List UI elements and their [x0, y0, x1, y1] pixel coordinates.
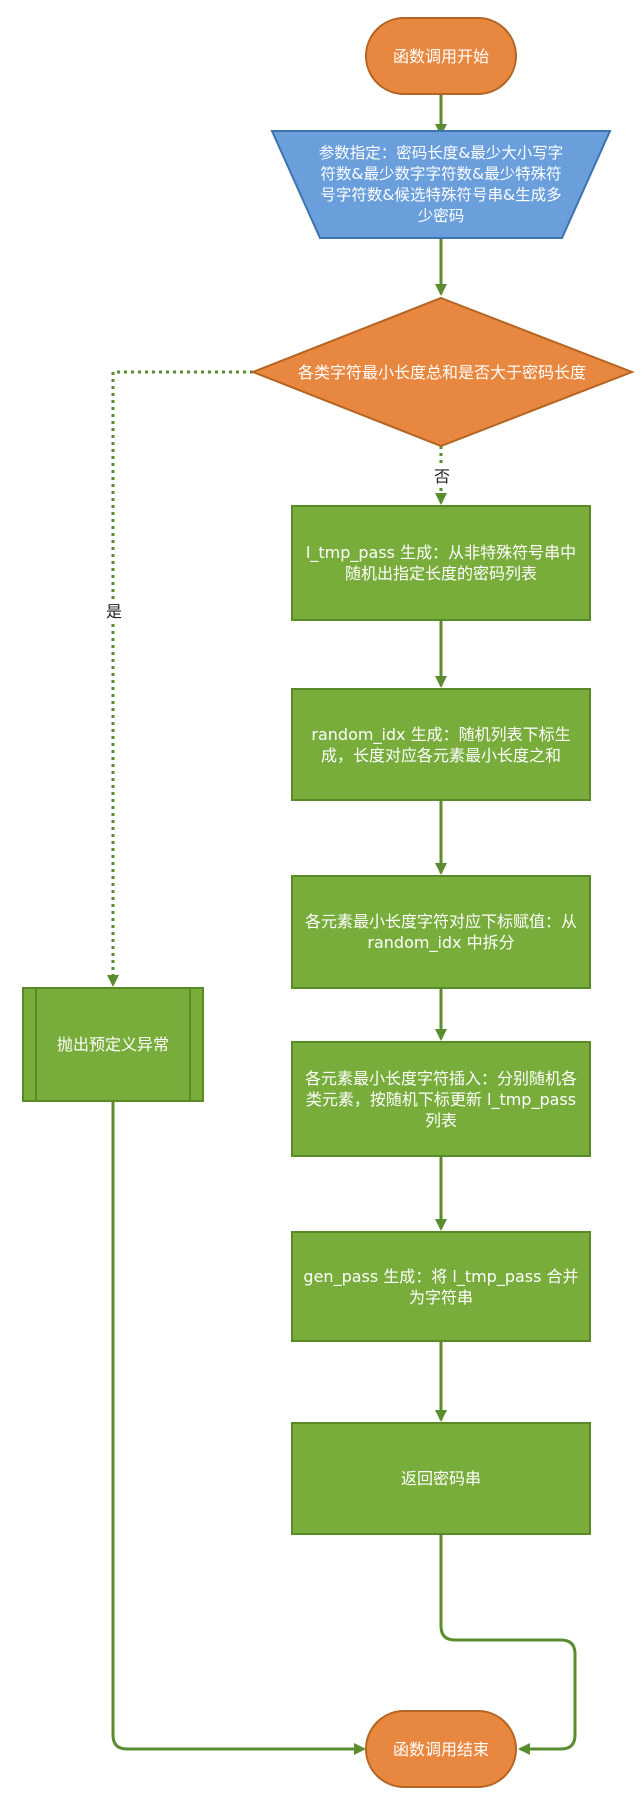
step3-box [291, 875, 591, 989]
decision-label: 各类字符最小长度总和是否大于密码长度 [297, 362, 586, 382]
exception-label: 抛出预定义异常 [56, 1035, 169, 1054]
step4-label: 各元素最小长度字符插入：分别随机各类元素，按随机下标更新 l_tmp_pass … [304, 1068, 577, 1130]
exception-box [22, 987, 204, 1102]
decision-diamond [250, 296, 635, 448]
start-terminator [365, 17, 517, 95]
step1-box [291, 505, 591, 621]
step6-label: 返回密码串 [400, 1469, 481, 1488]
step2-box [291, 688, 591, 801]
edge-step6-to-end [439, 1534, 577, 1755]
params-trapezoid [270, 130, 612, 239]
edge-exception-to-end [111, 1101, 366, 1755]
step3-label: 各元素最小长度字符对应下标赋值：从 random_idx 中拆分 [304, 912, 577, 952]
step2-label: random_idx 生成：随机列表下标生成，长度对应各元素最小长度之和 [311, 724, 571, 765]
step4-box [291, 1041, 591, 1157]
step6-box [291, 1422, 591, 1535]
end-terminator [365, 1710, 517, 1788]
step5-box [291, 1231, 591, 1342]
edge-decision-to-exception-yes [107, 370, 253, 987]
edge-label-yes: 是 [104, 601, 125, 623]
edge-label-no: 否 [432, 466, 453, 488]
params-label: 参数指定：密码长度&最少大小写字符数&最少数字字符数&最少特殊符号字符数&候选特… [318, 143, 564, 225]
end-label: 函数调用结束 [392, 1739, 489, 1759]
step5-label: gen_pass 生成：将 l_tmp_pass 合并为字符串 [303, 1266, 579, 1307]
start-label: 函数调用开始 [392, 46, 489, 66]
step1-label: l_tmp_pass 生成：从非特殊符号串中随机出指定长度的密码列表 [305, 543, 577, 583]
